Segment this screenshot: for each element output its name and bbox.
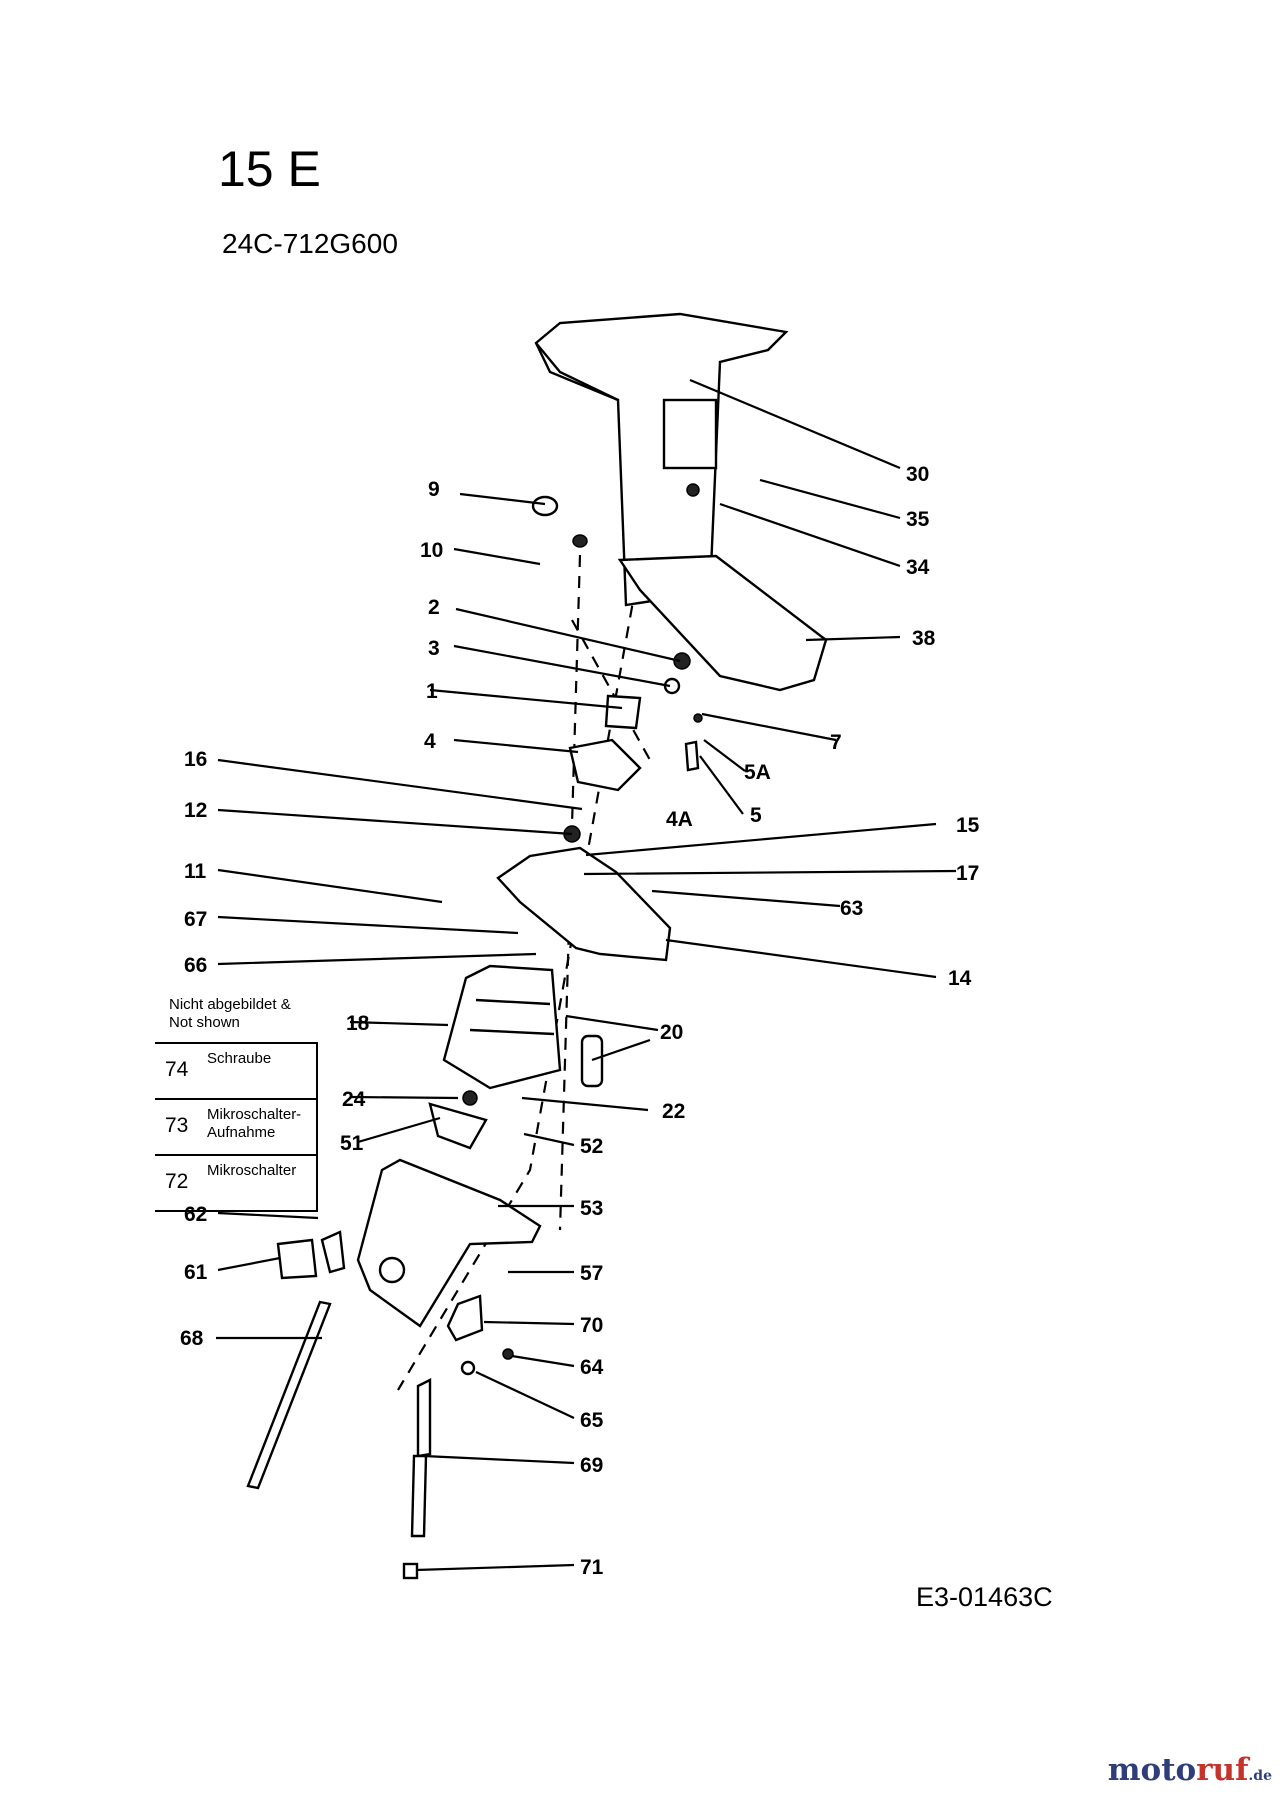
screw-part-64 [502,1348,514,1360]
plug-part-61 [276,1238,318,1280]
callout-5: 5 [750,804,762,827]
model-number: 24C-712G600 [222,228,398,259]
callout-15: 15 [956,814,980,837]
cover-part-62 [320,1230,346,1274]
callout-52: 52 [580,1135,603,1158]
washer-part-65 [460,1360,476,1376]
callout-70: 70 [580,1314,603,1337]
callout-2: 2 [428,596,440,619]
bracket-part-70 [446,1294,484,1342]
screw-part-7 [693,713,703,723]
callout-11: 11 [184,860,207,883]
legend-row: 72 Mikroschalter [155,1156,318,1212]
not-shown-parts-legend: Nicht abgebildet & Not shown 74 Schraube… [155,996,318,1212]
callout-4: 4 [424,730,436,753]
callout-34: 34 [906,556,930,579]
bracket-part-51 [428,1102,488,1150]
callout-24: 24 [342,1088,366,1111]
clip-part-1 [604,694,642,730]
callout-69: 69 [580,1454,603,1477]
callout-5A: 5A [744,761,771,784]
callout-1: 1 [426,680,438,703]
callout-64: 64 [580,1356,604,1379]
callout-62: 62 [184,1203,207,1226]
callout-12: 12 [184,799,207,822]
rod-part-68 [246,1300,332,1490]
callout-20: 20 [660,1021,683,1044]
callout-38: 38 [912,627,936,650]
callout-4A: 4A [666,808,693,831]
legend-row: 74 Schraube [155,1044,318,1100]
assembly-axis-line-3 [571,619,651,761]
callout-63: 63 [840,897,863,920]
callout-66: 66 [184,954,207,977]
motor-part-18 [442,964,604,1106]
leader-lines [216,378,957,1572]
watermark-logo: motoruf.de [1107,1752,1272,1788]
hopper-chute [534,312,828,692]
callout-30: 30 [906,463,929,486]
callout-68: 68 [180,1327,204,1350]
page-title: 15 E [218,141,321,197]
tube-part-69 [416,1378,432,1458]
legend-header: Nicht abgebildet & Not shown [155,996,318,1044]
bracket-part-5 [684,740,700,772]
plate-part-4 [568,738,642,792]
callout-22: 22 [662,1100,685,1123]
callout-16: 16 [184,748,207,771]
callout-65: 65 [580,1409,604,1432]
callout-51: 51 [340,1132,364,1155]
callout-57: 57 [580,1262,603,1285]
housing-plate-14 [496,846,672,962]
callout-18: 18 [346,1012,370,1035]
nut-washer-2-3 [663,652,691,695]
callout-61: 61 [184,1261,208,1284]
drawing-code: E3-01463C [916,1582,1053,1612]
callout-17: 17 [956,862,979,885]
legend-row: 73 Mikroschalter- Aufnahme [155,1100,318,1156]
callout-14: 14 [948,967,972,990]
cap-part-71 [402,1562,419,1580]
callout-67: 67 [184,908,207,931]
switch-housing-57 [356,1158,542,1328]
callout-35: 35 [906,508,930,531]
callout-9: 9 [428,478,440,501]
callout-3: 3 [428,637,440,660]
knob-part-9 [531,495,588,548]
callout-53: 53 [580,1197,603,1220]
callout-71: 71 [580,1556,604,1579]
callout-7: 7 [830,731,842,754]
callout-10: 10 [420,539,443,562]
tube-part-69b [410,1454,428,1538]
callout-labels: 30 35 34 38 9 10 2 3 1 7 5A 4 4A 5 16 12… [180,463,980,1579]
